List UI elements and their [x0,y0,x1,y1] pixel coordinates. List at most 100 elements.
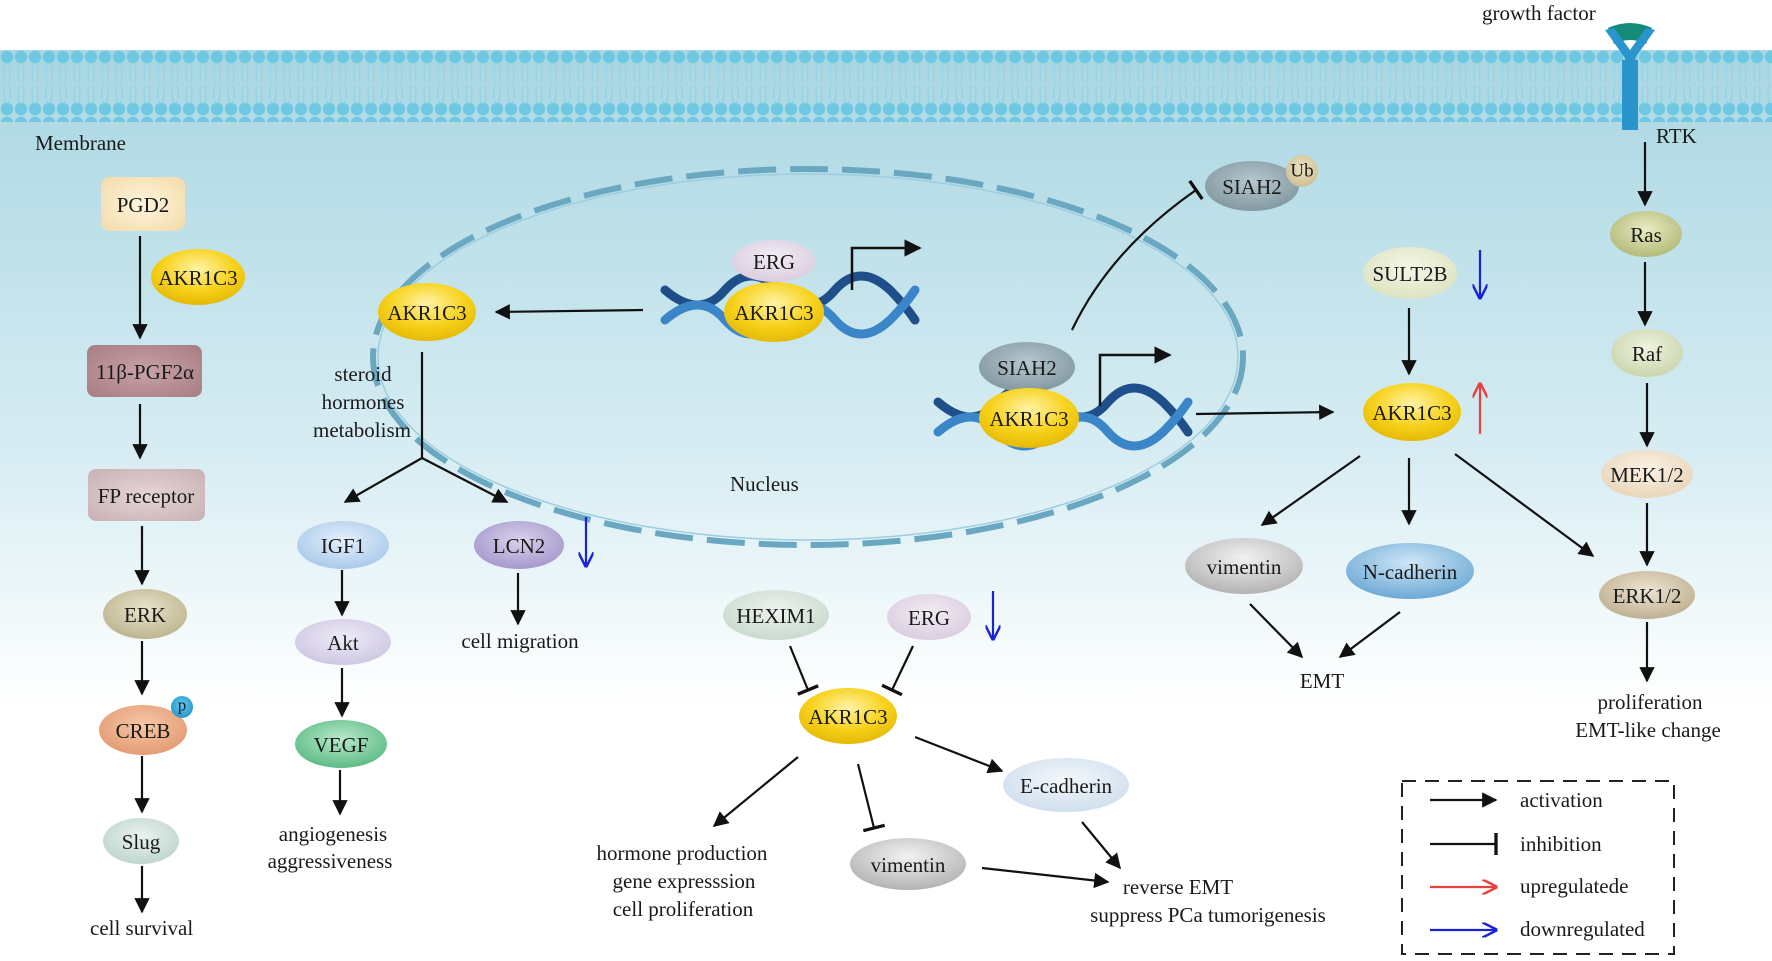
akr1c3-dna2-node: AKR1C3 [979,388,1079,448]
siah2-ub-node: SIAH2 [1205,161,1299,211]
nucleus-envelope [370,166,1246,548]
svg-text:AKR1C3: AKR1C3 [1372,401,1451,425]
svg-text:EMT-like change: EMT-like change [1575,718,1721,742]
svg-text:hormones: hormones [322,390,405,414]
transcription-arrow-2 [1098,346,1172,406]
phospho-badge: p [171,696,193,718]
svg-text:ERG: ERG [753,250,795,274]
svg-text:HEXIM1: HEXIM1 [736,604,815,628]
hexim1-node: HEXIM1 [723,590,829,640]
svg-text:SIAH2: SIAH2 [997,356,1057,380]
lcn2-node: LCN2 [474,521,564,569]
nucleus-inner-ring [377,173,1239,541]
vimentin-emt-node: vimentin [1185,538,1303,594]
svg-text:ERK: ERK [124,603,166,627]
svg-text:SULT2B: SULT2B [1372,262,1447,286]
svg-text:proliferation: proliferation [1598,690,1703,714]
erk12-node: ERK1/2 [1599,571,1695,619]
reverse-emt-label: reverse EMT suppress PCa tumorigenesis [1090,875,1326,927]
vimentin-bottom-node: vimentin [850,838,966,890]
raf-node: Raf [1611,329,1683,377]
siah2-nucleus-node: SIAH2 [979,342,1075,392]
legend: activation inhibition upregulatede downr… [1401,780,1675,955]
cell-membrane [0,50,1772,122]
steroid-outcome-label: steroid hormones metabolism [313,362,411,442]
svg-text:suppress PCa tumorigenesis: suppress PCa tumorigenesis [1090,903,1326,927]
akr1c3-steroid-node: AKR1C3 [378,283,476,341]
transcription-arrow-1 [850,239,922,290]
svg-text:11β-PGF2α: 11β-PGF2α [96,360,194,384]
n-cadherin-node: N-cadherin [1346,543,1474,599]
edge-erg-inhibit [881,645,914,697]
cell-migration-label: cell migration [461,629,579,653]
svg-text:AKR1C3: AKR1C3 [158,266,237,290]
hormone-outcome-label: hormone production gene expresssion cell… [597,841,768,921]
svg-text:angiogenesis: angiogenesis [279,822,387,846]
rtk-label: RTK [1656,124,1697,148]
svg-text:Akt: Akt [327,631,359,655]
svg-text:ERK1/2: ERK1/2 [1613,584,1682,608]
edge-akr1c3-vimentin [1260,455,1361,526]
igf1-node: IGF1 [297,521,389,569]
svg-text:LCN2: LCN2 [493,534,546,558]
akr1c3-emt-node: AKR1C3 [1363,383,1461,441]
edge-ecadherin-reverse [1081,821,1121,870]
edge-vimentin-reverse [981,866,1110,889]
svg-text:cell proliferation: cell proliferation [613,897,754,921]
cytoplasm-background [0,50,1772,961]
akr1c3-dna1-node: AKR1C3 [724,282,824,342]
svg-text:AKR1C3: AKR1C3 [387,301,466,325]
legend-downregulated: downregulated [1520,917,1645,941]
edge-akr1c3-erk12 [1454,453,1595,557]
svg-text:reverse EMT: reverse EMT [1123,875,1233,899]
erg-bottom-node: ERG [887,594,971,640]
ubiquitin-badge: Ub [1286,155,1318,187]
membrane-label: Membrane [35,131,126,155]
fp-receptor-node: FP receptor [88,469,205,521]
svg-text:PGD2: PGD2 [117,193,170,217]
edge-hexim1-inhibit [788,645,819,696]
svg-text:aggressiveness: aggressiveness [268,849,393,873]
svg-text:MEK1/2: MEK1/2 [1610,463,1684,487]
growth-factor-label: growth factor [1482,1,1596,25]
sult2b-node: SULT2B [1363,247,1457,299]
angiogenesis-label: angiogenesis aggressiveness [268,822,393,873]
edge-akr1c3-hormone [712,756,799,827]
pgf2a-node: 11β-PGF2α [87,345,202,397]
svg-text:FP receptor: FP receptor [98,484,195,508]
edge-vimentin-emt [1249,603,1304,659]
ras-node: Ras [1610,211,1682,257]
creb-node: CREB [99,705,187,755]
slug-node: Slug [103,818,179,864]
svg-text:VEGF: VEGF [314,733,369,757]
svg-text:SIAH2: SIAH2 [1222,175,1282,199]
svg-text:ERG: ERG [908,606,950,630]
edge-nucleus-akr1c3-steroid [494,304,644,320]
svg-text:Ras: Ras [1630,223,1662,247]
edge-to-igf1 [343,457,423,503]
erk-left-node: ERK [103,589,187,639]
edge-akr1c3-ecadherin [914,735,1004,774]
svg-text:gene expresssion: gene expresssion [613,869,756,893]
legend-inhibition: inhibition [1520,832,1602,856]
svg-text:E-cadherin: E-cadherin [1020,774,1113,798]
svg-text:steroid: steroid [334,362,392,386]
erg-nucleus-node: ERG [732,240,816,282]
akt-node: Akt [295,619,391,665]
svg-text:IGF1: IGF1 [321,534,365,558]
rtk-receptor-icon [1605,23,1655,130]
svg-text:p: p [178,696,187,715]
akr1c3-pathway1-node: AKR1C3 [151,249,245,305]
svg-text:vimentin: vimentin [871,853,946,877]
svg-text:Raf: Raf [1632,342,1662,366]
legend-upregulated: upregulatede [1520,874,1628,898]
svg-text:Ub: Ub [1290,161,1313,182]
svg-text:AKR1C3: AKR1C3 [808,705,887,729]
svg-text:metabolism: metabolism [313,418,411,442]
svg-text:AKR1C3: AKR1C3 [989,407,1068,431]
mek-node: MEK1/2 [1601,450,1693,498]
svg-text:N-cadherin: N-cadherin [1363,560,1458,584]
e-cadherin-node: E-cadherin [1003,758,1129,812]
edge-ncadherin-emt [1338,611,1401,658]
